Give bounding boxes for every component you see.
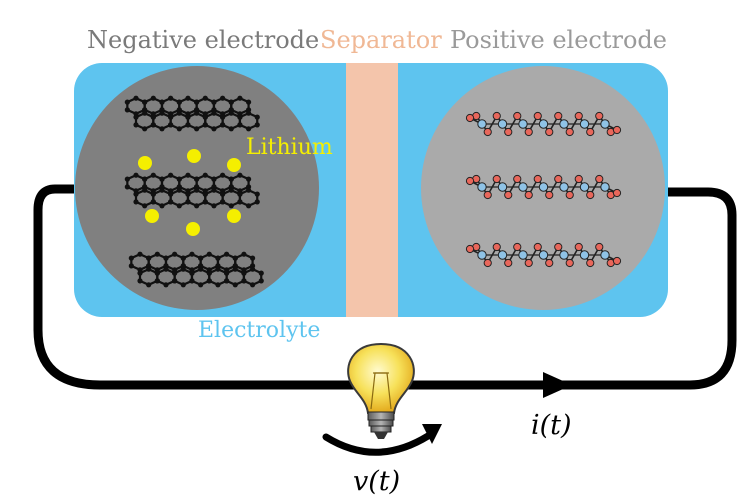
lithium-ion (145, 209, 159, 223)
lithium-ions (138, 149, 241, 236)
metal-oxide-layers (465, 111, 622, 268)
lithium-ion (227, 158, 241, 172)
current-label: i(t) (531, 410, 572, 441)
lithium-ion (187, 149, 201, 163)
separator-label: Separator (320, 26, 442, 54)
graphene-sheet (124, 95, 260, 132)
metal-oxide-chain (465, 242, 622, 268)
curved-arrow-icon (322, 424, 442, 456)
voltage-label: v(t) (353, 466, 400, 497)
arrow-right-icon (543, 372, 572, 398)
separator (346, 63, 398, 317)
metal-oxide-chain (465, 174, 622, 200)
circuit-wire (33, 184, 737, 390)
metal-oxide-chain (465, 111, 622, 137)
light-bulb-icon (347, 342, 415, 439)
graphene-sheet (128, 251, 264, 288)
lithium-ion (227, 209, 241, 223)
graphene-sheet (124, 172, 260, 209)
lithium-ion (186, 222, 200, 236)
lithium-ion (138, 156, 152, 170)
electrolyte-label: Electrolyte (198, 318, 320, 343)
positive-electrode-label: Positive electrode (450, 26, 667, 54)
lithium-label: Lithium (246, 135, 333, 160)
negative-electrode-label: Negative electrode (87, 26, 319, 54)
graphite-layers (124, 95, 264, 288)
